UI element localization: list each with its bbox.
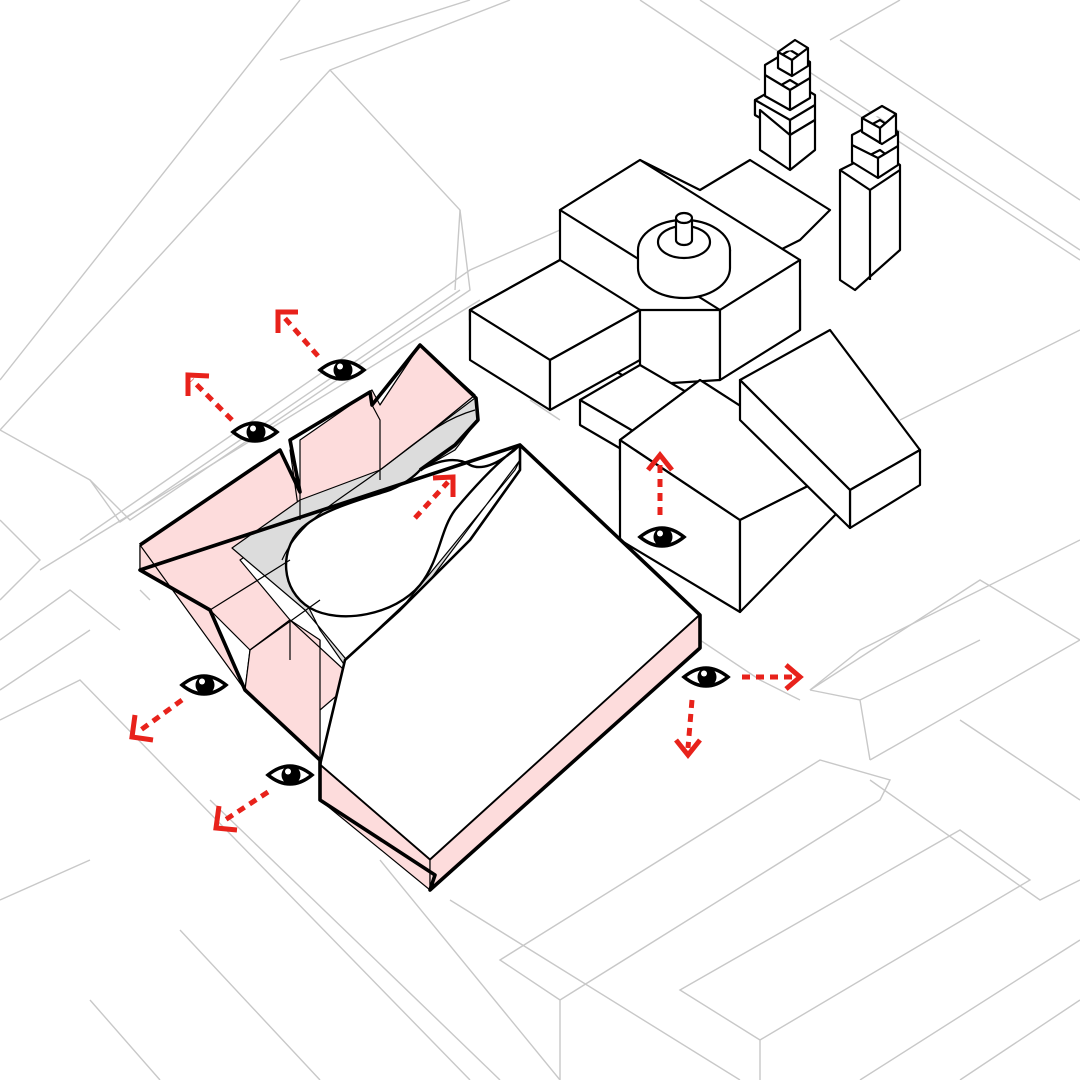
arrow-north-west-upper [281, 314, 320, 358]
arrow-south [685, 699, 695, 749]
church-tower-right [838, 104, 902, 292]
arrow-south-west-upper [136, 697, 184, 735]
context-block-north-west-top [279, 0, 511, 71]
arrowhead-courtyard [432, 474, 456, 497]
arrowhead-church-side [646, 450, 674, 472]
arrowhead-east [784, 663, 804, 691]
wing-block-divisions [209, 559, 321, 710]
context-road-south-west [0, 589, 501, 1080]
eye-icon [266, 763, 314, 787]
arrowhead-south-west-upper [129, 714, 154, 743]
arrow-north-west-lower [190, 378, 234, 422]
project-building [138, 343, 702, 892]
context-block-south-east-2 [869, 639, 1080, 901]
church-tower-left [753, 38, 817, 172]
arrowhead-north-west-upper [275, 309, 298, 333]
eye-icon [318, 358, 366, 382]
context-road-south [379, 859, 741, 1080]
context-block-south-2 [678, 829, 1032, 1080]
context-block-south-west-bottom [89, 929, 321, 1080]
church-right-wing-left [738, 378, 852, 530]
context-block-south-3 [859, 939, 1080, 1080]
church-lantern-top [674, 211, 694, 225]
view-arrows [136, 314, 795, 825]
context-road-west [0, 519, 121, 691]
context-block-south-east-1 [809, 579, 1080, 761]
context-block-south-1 [498, 759, 892, 1080]
arrowhead-south [674, 738, 702, 760]
eye-icon [682, 665, 730, 689]
church-dome-drum [636, 250, 732, 300]
eye-icon [180, 673, 228, 697]
church-right-arm [718, 258, 802, 382]
church-building [468, 38, 922, 614]
church-lantern [674, 220, 694, 247]
arrowhead-north-west-lower [185, 372, 210, 396]
arrow-heads [129, 309, 804, 833]
arrow-south-west-lower [220, 789, 270, 825]
arrowhead-south-west-lower [213, 805, 238, 833]
wing-notch-line-1 [289, 404, 381, 520]
